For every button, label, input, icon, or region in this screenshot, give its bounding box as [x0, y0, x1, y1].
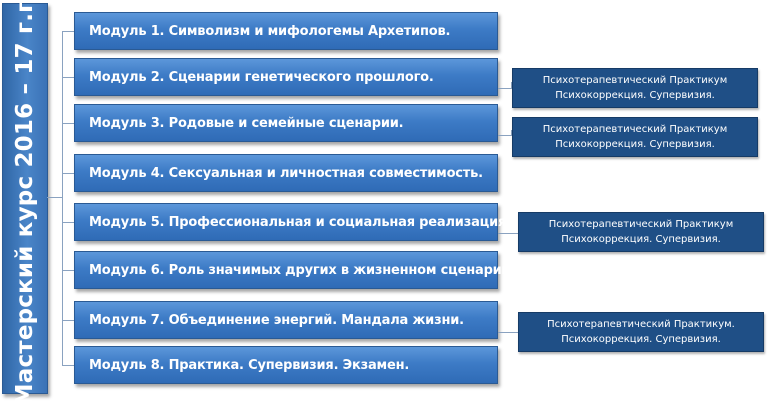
- module-8[interactable]: Модуль 8. Практика. Супервизия. Экзамен.: [74, 346, 498, 384]
- practicum-subtitle: Психокоррекция. Супервизия.: [561, 334, 721, 345]
- practicum-connector: [498, 332, 518, 333]
- module-2[interactable]: Модуль 2. Сценарии генетического прошлог…: [74, 58, 498, 96]
- tree-branch-line: [62, 31, 74, 32]
- practicum-connector: [498, 135, 512, 136]
- tree-branch-line: [62, 173, 74, 174]
- practicum-subtitle: Психокоррекция. Супервизия.: [555, 90, 715, 101]
- module-label: Модуль 3. Родовые и семейные сценарии.: [89, 115, 404, 131]
- course-title: Мастерский курс 2016 – 17 г.г.: [12, 0, 38, 406]
- practicum-box: Психотерапевтический Практикум. Психокор…: [518, 312, 764, 352]
- tree-branch-line: [62, 222, 74, 223]
- tree-branch-line: [62, 365, 74, 366]
- practicum-connector: [511, 130, 512, 136]
- module-label: Модуль 7. Объединение энергий. Мандала ж…: [89, 312, 464, 328]
- practicum-subtitle: Психокоррекция. Супервизия.: [561, 234, 721, 245]
- module-3[interactable]: Модуль 3. Родовые и семейные сценарии.: [74, 104, 498, 142]
- practicum-connector: [498, 233, 518, 234]
- module-label: Модуль 4. Сексуальная и личностная совме…: [89, 165, 483, 181]
- tree-branch-line: [62, 123, 74, 124]
- module-6[interactable]: Модуль 6. Роль значимых других в жизненн…: [74, 251, 515, 289]
- practicum-title: Психотерапевтический Практикум.: [547, 319, 735, 330]
- practicum-box: Психотерапевтический Практикум Психокорр…: [512, 68, 758, 108]
- practicum-connector: [511, 82, 512, 89]
- tree-trunk-line: [62, 31, 63, 365]
- module-label: Модуль 1. Символизм и мифологемы Архетип…: [89, 23, 451, 39]
- module-7[interactable]: Модуль 7. Объединение энергий. Мандала ж…: [74, 301, 498, 339]
- module-label: Модуль 5. Профессиональная и социальная …: [89, 214, 511, 230]
- tree-branch-line: [62, 320, 74, 321]
- course-title-bar: Мастерский курс 2016 – 17 г.г.: [2, 0, 48, 406]
- module-label: Модуль 6. Роль значимых других в жизненн…: [89, 262, 516, 278]
- module-label: Модуль 2. Сценарии генетического прошлог…: [89, 69, 434, 85]
- practicum-box: Психотерапевтический Практикум Психокорр…: [518, 212, 764, 252]
- tree-branch-line: [62, 270, 74, 271]
- module-label: Модуль 8. Практика. Супервизия. Экзамен.: [89, 357, 410, 373]
- module-1[interactable]: Модуль 1. Символизм и мифологемы Архетип…: [74, 12, 498, 50]
- tree-branch-line: [62, 77, 74, 78]
- module-4[interactable]: Модуль 4. Сексуальная и личностная совме…: [74, 154, 498, 192]
- practicum-subtitle: Психокоррекция. Супервизия.: [555, 139, 715, 150]
- tree-root-line: [47, 197, 62, 198]
- practicum-title: Психотерапевтический Практикум: [542, 124, 728, 135]
- practicum-title: Психотерапевтический Практикум: [548, 219, 734, 230]
- module-5[interactable]: Модуль 5. Профессиональная и социальная …: [74, 203, 511, 241]
- practicum-connector: [498, 88, 512, 89]
- practicum-box: Психотерапевтический Практикум Психокорр…: [512, 117, 758, 157]
- practicum-title: Психотерапевтический Практикум: [542, 75, 728, 86]
